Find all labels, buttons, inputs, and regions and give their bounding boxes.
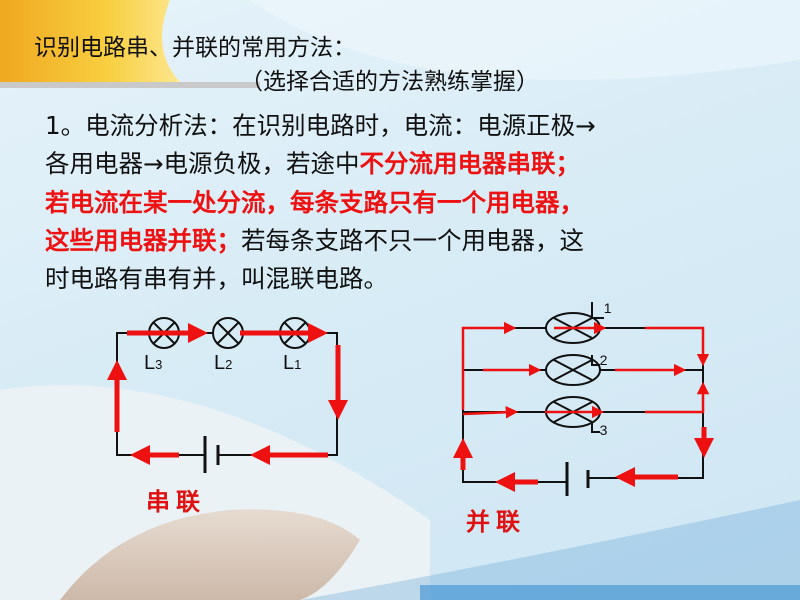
current-arrows	[107, 323, 348, 465]
lamp-label-l2: L2	[214, 352, 233, 374]
lamp-label-l1: L1	[283, 352, 302, 374]
parallel-caption: 并联	[466, 507, 526, 536]
yellow-swoosh	[0, 0, 180, 82]
handshake-image	[60, 509, 360, 600]
paragraph-line-3: 若电流在某一处分流，每条支路只有一个用电器，	[45, 188, 584, 217]
paragraph-line-2: 各用电器→电源负极，若途中不分流用电器串联；	[45, 145, 580, 180]
current-arrows	[461, 321, 710, 419]
battery-icon	[565, 462, 590, 496]
slide-subtitle: （选择合适的方法熟练掌握）	[240, 69, 539, 95]
text-normal: 各用电器→电源负极，若途中	[45, 149, 360, 178]
lamp-label-l1: L1	[603, 300, 612, 316]
lamp-label-l3: L3	[144, 352, 163, 374]
battery-icon	[203, 436, 220, 473]
lamp-icon	[545, 396, 601, 433]
paragraph-line-1: 1。电流分析法：在识别电路时，电流：电源正极→	[45, 111, 596, 140]
lamp-label-l2: L2	[599, 352, 608, 368]
text-highlight: 不分流用电器串联；	[359, 149, 581, 178]
paragraph-line-4: 这些用电器并联；若每条支路不只一个用电器，这	[45, 222, 584, 257]
parallel-wires	[462, 327, 704, 483]
lamp-label-l3: L3	[599, 422, 608, 438]
slide-title: 识别电路串、并联的常用方法：	[34, 35, 356, 61]
series-caption: 串联	[146, 487, 206, 516]
text-highlight: 这些用电器并联；	[45, 226, 241, 255]
text-normal: 若每条支路不只一个用电器，这	[241, 226, 584, 255]
paragraph-line-5: 时电路有串有并，叫混联电路。	[45, 264, 388, 293]
lamp-icon	[545, 354, 601, 386]
